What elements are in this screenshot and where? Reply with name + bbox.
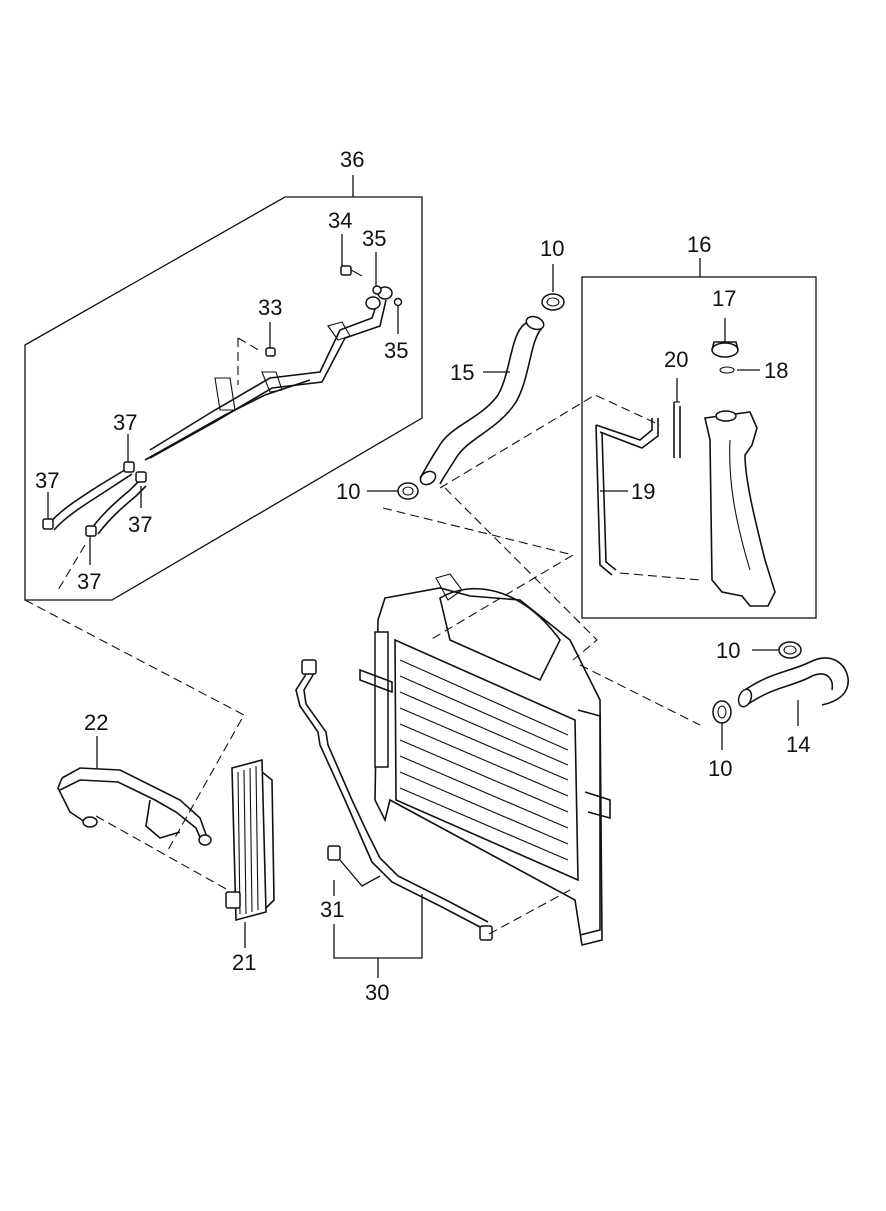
callout-37-d: 37 — [77, 569, 101, 594]
overflow-hose-20 — [673, 401, 681, 458]
overflow-hose-19 — [595, 418, 701, 581]
oil-hose-lower — [85, 471, 147, 537]
callout-37-c: 37 — [128, 512, 152, 537]
callout-16: 16 — [687, 232, 711, 257]
washer-35-lower — [393, 297, 403, 307]
callout-37-b: 37 — [35, 468, 59, 493]
leaders-group-16 — [600, 318, 760, 492]
callout-labels: 36 34 35 35 33 37 37 37 37 10 15 10 16 1… — [35, 147, 810, 1005]
oil-cooler-pipe-assembly — [144, 286, 393, 461]
cap-seal-ring — [719, 366, 735, 374]
hose-clamp-10-upper — [541, 293, 565, 311]
oil-hose-upper — [42, 461, 135, 531]
callout-31: 31 — [320, 897, 344, 922]
leaders-group-36 — [47, 234, 399, 565]
callout-17: 17 — [712, 286, 736, 311]
bolt-34 — [340, 265, 363, 277]
sensor-31 — [327, 845, 381, 887]
callout-35-lower: 35 — [384, 338, 408, 363]
dashed-reference-lines — [24, 394, 701, 935]
lower-radiator-hose — [737, 657, 849, 708]
oil-cooler — [225, 758, 275, 922]
callout-34: 34 — [328, 208, 352, 233]
washer-35-upper — [372, 285, 382, 295]
callout-14: 14 — [786, 732, 810, 757]
callout-20: 20 — [664, 347, 688, 372]
leaders-group-14 — [721, 649, 799, 750]
hose-clamp-10-right-lower — [712, 700, 732, 724]
callout-18: 18 — [764, 358, 788, 383]
callout-30: 30 — [365, 980, 389, 1005]
oil-cooler-hose-22 — [57, 767, 212, 846]
bolt-33 — [265, 347, 276, 357]
upper-radiator-hose — [419, 315, 545, 486]
callout-19: 19 — [631, 479, 655, 504]
group-16-frame — [581, 258, 817, 619]
cooler-line-30 — [295, 659, 493, 941]
callout-10-right-upper: 10 — [716, 638, 740, 663]
callout-15: 15 — [450, 360, 474, 385]
bracket-30 — [333, 894, 423, 978]
callout-33: 33 — [258, 295, 282, 320]
leaders-oil-cooler — [96, 736, 246, 948]
callout-37-a: 37 — [113, 410, 137, 435]
radiator-assembly — [359, 573, 611, 946]
hose-clamp-10-right-upper — [778, 641, 802, 659]
reservoir-tank — [704, 410, 776, 607]
hose-clamp-10-lower-left — [397, 482, 419, 500]
callout-10-right-lower: 10 — [708, 756, 732, 781]
callout-21: 21 — [232, 950, 256, 975]
callout-22: 22 — [84, 710, 108, 735]
callout-35-upper: 35 — [362, 226, 386, 251]
callout-36: 36 — [340, 147, 364, 172]
callout-10-left: 10 — [336, 479, 360, 504]
callout-10-top: 10 — [540, 236, 564, 261]
reservoir-cap — [711, 341, 739, 358]
